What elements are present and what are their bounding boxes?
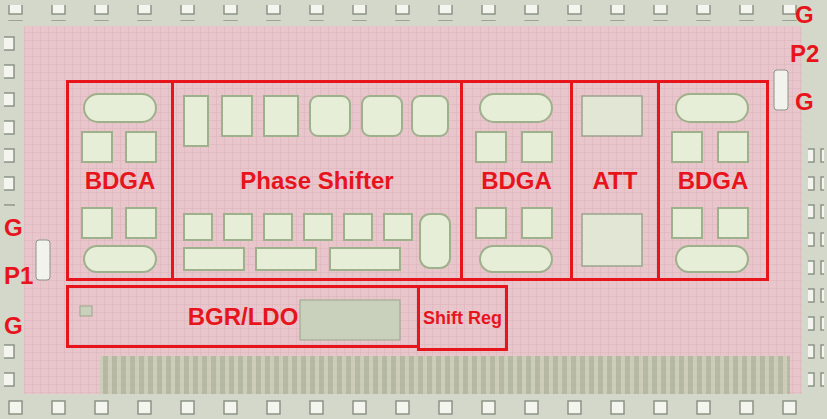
register-block: Shift Reg: [417, 285, 508, 351]
block-label: BDGA: [85, 168, 156, 193]
block-label: Phase Shifter: [240, 168, 393, 193]
phase-shifter-elements: [184, 96, 450, 270]
bottom-pads: [8, 399, 818, 415]
rf-pad-left: [36, 240, 50, 280]
pin-label: P2: [790, 42, 819, 66]
amplifier-block: BDGA: [460, 80, 573, 281]
pin-label: G: [4, 216, 23, 240]
amplifier-block: BDGA: [66, 80, 174, 281]
phase-shifter-block: Phase Shifter: [171, 80, 463, 281]
block-label: Shift Reg: [423, 309, 502, 328]
block-label: BGR/LDO: [188, 304, 299, 329]
pin-label: G: [4, 314, 23, 338]
amplifier-block: BDGA: [657, 80, 769, 281]
right-pads: [808, 140, 824, 390]
pin-label: G: [795, 3, 814, 27]
bottom-metal: [100, 356, 790, 394]
bias-block: BGR/LDO: [66, 285, 420, 348]
die-core: [24, 26, 802, 394]
left-pads: [4, 36, 20, 206]
attenuator-elements: [582, 96, 642, 266]
left-pads-low: [4, 340, 20, 390]
block-label: ATT: [593, 168, 638, 193]
pin-label: G: [795, 90, 814, 114]
ldo-elements: [80, 300, 400, 340]
inductors: [82, 94, 748, 272]
block-label: BDGA: [678, 168, 749, 193]
rf-pad-right: [774, 70, 788, 110]
pin-label: P1: [4, 264, 33, 288]
block-label: BDGA: [481, 168, 552, 193]
attenuator-block: ATT: [570, 80, 660, 281]
top-pads: [8, 5, 818, 21]
